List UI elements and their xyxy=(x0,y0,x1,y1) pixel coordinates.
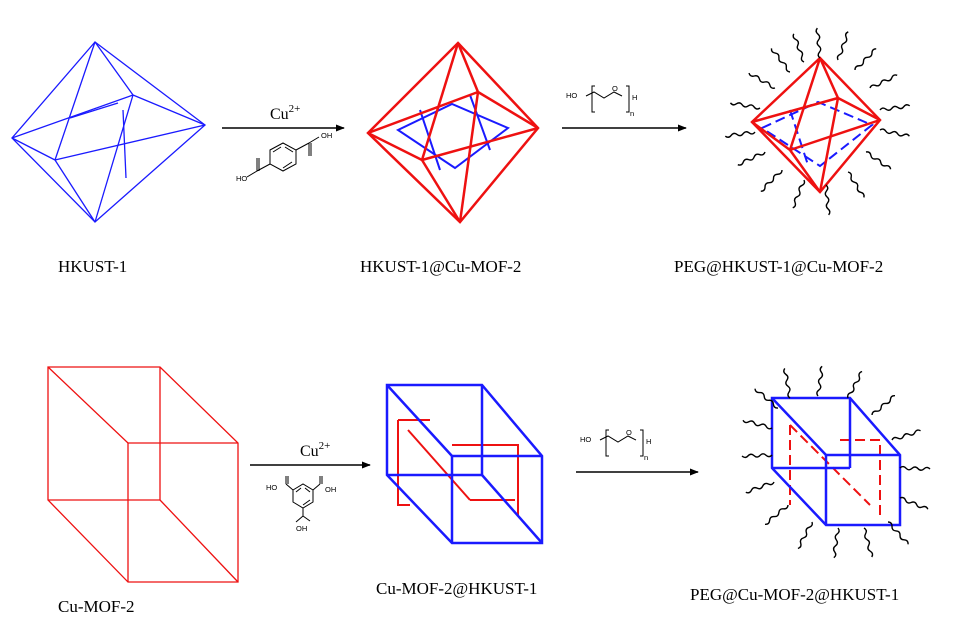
trimesic-ho-label-left: HO xyxy=(266,483,277,492)
peg-n-label-1: n xyxy=(630,109,634,118)
cumof2-hkust1-cube xyxy=(385,383,544,545)
cumof2-cube xyxy=(47,366,239,583)
peg-h-label-2: H xyxy=(646,437,651,446)
trimesic-oh-label-right: OH xyxy=(325,485,336,494)
peg-cumof2-hkust1-particle xyxy=(741,365,931,559)
hkust1-cumof2-octahedron xyxy=(366,41,540,224)
cu-ion-label-1: Cu2+ xyxy=(270,103,300,123)
peg-o-label-1: O xyxy=(612,84,618,93)
label-cumof2: Cu-MOF-2 xyxy=(58,597,135,616)
trimesic-acid-structure xyxy=(285,476,323,523)
label-hkust1-cumof2: HKUST-1@Cu-MOF-2 xyxy=(360,257,521,276)
peg-o-label-2: O xyxy=(626,428,632,437)
peg-structure-1 xyxy=(585,85,630,113)
hkust1-octahedron xyxy=(11,41,207,223)
peg-n-label-2: n xyxy=(644,453,648,462)
terephthalic-ho-label: HO xyxy=(236,174,247,183)
peg-h-label-1: H xyxy=(632,93,637,102)
peg-structure-2 xyxy=(599,429,644,457)
peg-ho-label-2: HO xyxy=(580,435,591,444)
peg-chains-bottom xyxy=(741,365,931,559)
terephthalic-oh-label: OH xyxy=(321,131,332,140)
label-peg-hkust1-cumof2: PEG@HKUST-1@Cu-MOF-2 xyxy=(674,257,883,276)
peg-ho-label-1: HO xyxy=(566,91,577,100)
cu-ion-label-2: Cu2+ xyxy=(300,440,330,460)
trimesic-oh-label-bottom: OH xyxy=(296,524,307,533)
terephthalic-acid-structure xyxy=(246,136,320,178)
label-peg-cumof2-hkust1: PEG@Cu-MOF-2@HKUST-1 xyxy=(690,585,899,604)
label-hkust1: HKUST-1 xyxy=(58,257,127,276)
label-cumof2-hkust1: Cu-MOF-2@HKUST-1 xyxy=(376,579,537,598)
peg-hkust1-cumof2-particle xyxy=(724,27,911,216)
